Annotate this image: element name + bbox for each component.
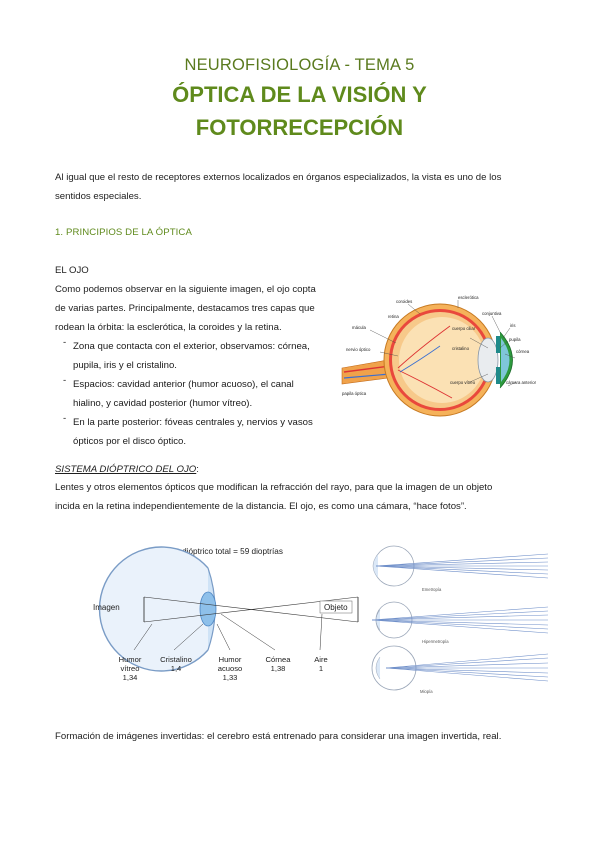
sistema-line2: incida en la retina independientemente d… — [55, 501, 467, 512]
label-retina: retina — [388, 314, 399, 319]
bullet-text: ópticos por el disco óptico. — [73, 436, 187, 447]
eye-anatomy-diagram: coroides esclerótica conjuntiva retina c… — [341, 295, 537, 417]
bullet-item: Espacios: cavidad anterior (humor acuoso… — [73, 375, 341, 413]
label-coroides: coroides — [396, 299, 412, 304]
label-esclerotica: esclerótica — [458, 295, 479, 300]
part-value: 1,4 — [171, 664, 182, 673]
part-value: 1,34 — [123, 673, 138, 682]
intro-line2: sentidos especiales. — [55, 191, 142, 202]
label-hipermetropia: Hipermetropía — [422, 639, 449, 644]
sistema-heading-wrap: SISTEMA DIÓPTRICO DEL OJO: — [55, 460, 199, 479]
blood-vessel — [343, 373, 391, 379]
label-papila-optica: papila óptica — [342, 391, 367, 396]
ojo-line3: rodean la órbita: la esclerótica, la cor… — [55, 322, 282, 333]
diopter-title: Poder dióptrico total = 59 dioptrías — [158, 547, 283, 556]
intro-paragraph: Al igual que el resto de receptores exte… — [55, 168, 555, 206]
bullet-text: En la parte posterior: fóveas centrales … — [73, 417, 313, 428]
bullet-item: En la parte posterior: fóveas centrales … — [73, 413, 341, 451]
label-camara-anterior: cámara anterior — [506, 380, 537, 385]
lens-outline — [372, 553, 379, 579]
document-subtitle: NEUROFISIOLOGÍA - TEMA 5 — [184, 56, 415, 74]
diopter-diagram: Poder dióptrico total = 59 dioptrías Ima… — [93, 546, 359, 682]
sistema-heading: SISTEMA DIÓPTRICO DEL OJO — [55, 464, 197, 475]
label-cuerpo-vitreo: cuerpo vítreo — [450, 380, 476, 385]
label-conjuntiva: conjuntiva — [482, 311, 502, 316]
blood-vessel — [397, 325, 451, 369]
iris-shape — [496, 336, 501, 353]
ojo-heading: EL OJO — [55, 265, 89, 276]
refraction-diagram: Emetropía Hipermetropía Miopía — [371, 545, 549, 694]
lens-outline — [199, 591, 217, 627]
ojo-line1: Como podemos observar en la siguiente im… — [55, 284, 316, 295]
iris-shape — [496, 367, 501, 384]
bullet-dash: - — [63, 337, 67, 348]
ojo-line2: de varias partes. Principalmente, destac… — [55, 303, 315, 314]
label-cuerpo-ciliar: cuerpo ciliar — [452, 326, 476, 331]
blood-vessel — [343, 365, 391, 373]
bullet-text: Zona que contacta con el exterior, obser… — [73, 341, 310, 352]
intro-line1: Al igual que el resto de receptores exte… — [55, 172, 502, 183]
blood-vessel — [399, 345, 441, 373]
sistema-paragraph: Lentes y otros elementos ópticos que mod… — [55, 478, 547, 516]
label-pupila: pupila — [509, 337, 521, 342]
label-emetropia: Emetropía — [422, 587, 442, 592]
part-name: Aire — [314, 655, 328, 664]
part-value: 1 — [319, 664, 323, 673]
bullet-item: Zona que contacta con el exterior, obser… — [73, 337, 341, 375]
part-name: Cristalino — [160, 655, 192, 664]
part-value: 1,38 — [271, 664, 286, 673]
document-title-line1: ÓPTICA DE LA VISIÓN Y — [172, 82, 427, 107]
label-objeto: Objeto — [324, 603, 348, 612]
part-name: acuoso — [218, 664, 243, 673]
part-name: Humor — [219, 655, 242, 664]
section-heading: 1. PRINCIPIOS DE LA ÓPTICA — [55, 227, 192, 238]
bullet-text: Espacios: cavidad anterior (humor acuoso… — [73, 379, 294, 390]
bullet-dash: - — [63, 413, 67, 424]
eyeball-outline — [98, 546, 209, 672]
ojo-paragraph: Como podemos observar en la siguiente im… — [55, 280, 340, 337]
lens-shape — [477, 337, 499, 383]
bullet-text: pupila, iris y el cristalino. — [73, 360, 177, 371]
closing-paragraph: Formación de imágenes invertidas: el cer… — [55, 731, 502, 742]
part-name: vítreo — [121, 664, 140, 673]
bullet-dash: - — [63, 375, 67, 386]
label-miopia: Miopía — [420, 689, 433, 694]
part-value: 1,33 — [223, 673, 238, 682]
anterior-chamber-shape — [501, 338, 510, 382]
sistema-colon: : — [196, 464, 199, 475]
label-cristalino: cristalino — [452, 346, 470, 351]
sistema-line1: Lentes y otros elementos ópticos que mod… — [55, 482, 493, 493]
label-macula: mácula — [352, 325, 366, 330]
part-name: Humor — [119, 655, 142, 664]
part-name: Córnea — [266, 655, 292, 664]
label-nervio-optico: nervio óptico — [346, 347, 371, 352]
label-cornea: córnea — [516, 349, 530, 354]
lens-outline — [375, 656, 381, 680]
objeto-box — [319, 600, 353, 614]
document-title-line2: FOTORRECEPCIÓN — [195, 115, 404, 140]
label-imagen: Imagen — [93, 603, 120, 612]
bullet-text: hialino, y cavidad posterior (humor vítr… — [73, 398, 253, 409]
label-iris: iris — [510, 323, 516, 328]
blood-vessel — [397, 369, 453, 399]
